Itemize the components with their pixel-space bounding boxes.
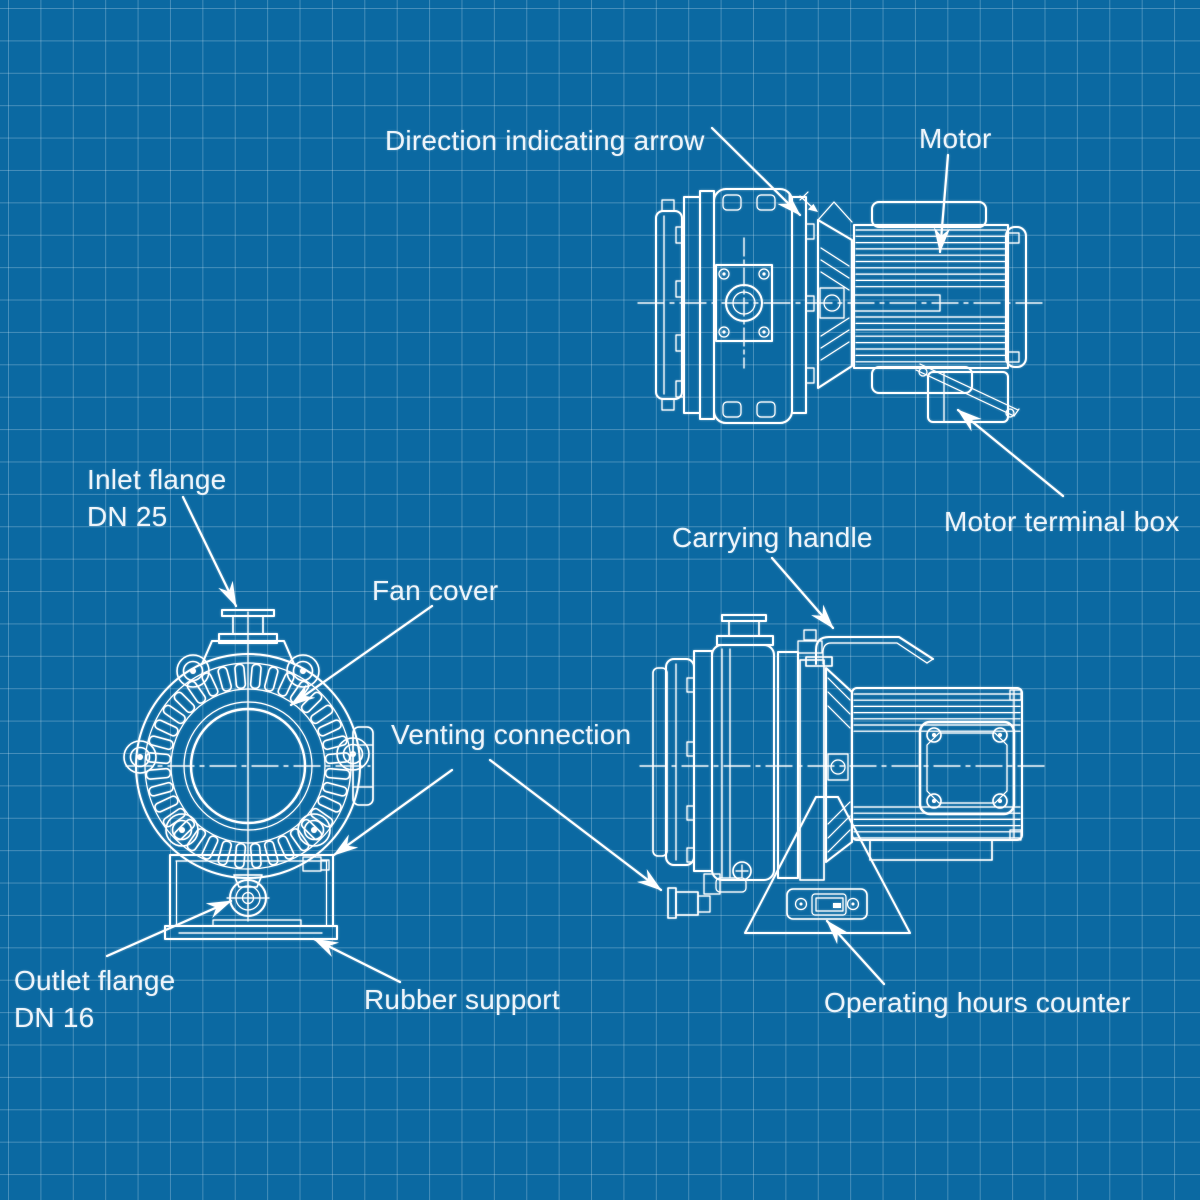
- label-operating-hours-counter: Operating hours counter: [824, 987, 1131, 1018]
- motor-fins-lower: [855, 316, 1007, 363]
- motor-fins-bottom: [853, 806, 1021, 839]
- leader-fan-cover: [289, 604, 434, 707]
- label-motor-terminal-box: Motor terminal box: [944, 506, 1180, 537]
- label-outlet-flange-line1: Outlet flange: [14, 965, 176, 996]
- side-port: [352, 726, 374, 806]
- pump-center-plate: [715, 237, 773, 369]
- motor-foot: [869, 839, 993, 861]
- leader-rubber-support: [312, 937, 402, 984]
- pump-motor-top-view: [637, 188, 1047, 424]
- label-motor: Motor: [919, 123, 992, 154]
- label-rubber-support: Rubber support: [364, 984, 560, 1015]
- leader-venting-connection-left: [332, 768, 454, 857]
- leader-carrying-handle: [770, 556, 835, 630]
- leader-motor-terminal-box: [956, 408, 1065, 498]
- base-screw: [732, 861, 752, 881]
- label-fan-cover: Fan cover: [372, 575, 499, 606]
- label-inlet-flange-line1: Inlet flange: [87, 464, 227, 495]
- vent-slots: [145, 663, 351, 869]
- label-outlet-flange: Outlet flange DN 16: [14, 962, 175, 1036]
- motor-side: [851, 687, 1023, 861]
- leader-lines: [105, 126, 1065, 986]
- stand-triangle: [744, 796, 911, 934]
- pump-housing-side: [652, 644, 775, 881]
- motor-fins-upper: [855, 229, 1007, 288]
- motor-fins-top: [853, 693, 1021, 732]
- coupling-bell-housing-side: [777, 629, 853, 881]
- leader-motor: [933, 153, 950, 254]
- pump-housing-top: [655, 188, 793, 424]
- inlet-flange-port: [201, 609, 295, 665]
- carrying-handle-drawing: [805, 636, 934, 667]
- label-outlet-flange-line2: DN 16: [14, 1002, 95, 1033]
- label-venting-connection: Venting connection: [391, 719, 632, 750]
- rubber-support-base: [164, 854, 338, 940]
- motor-top: [851, 201, 1027, 394]
- operating-hours-counter-drawing: [786, 888, 868, 920]
- leader-inlet-flange: [181, 495, 238, 608]
- leader-direction-indicating-arrow: [710, 126, 802, 217]
- leader-outlet-flange: [105, 899, 233, 958]
- venting-connection-port: [667, 873, 747, 919]
- casing-lobes: [123, 654, 370, 847]
- pump-front-view: [123, 609, 374, 940]
- label-inlet-flange: Inlet flange DN 25: [87, 461, 226, 535]
- inlet-flange-side: [716, 614, 774, 646]
- leader-operating-hours-counter: [825, 919, 886, 986]
- label-carrying-handle: Carrying handle: [672, 522, 873, 553]
- pump-motor-side-view: [639, 614, 1045, 934]
- direction-arrow-glyph: [799, 191, 818, 212]
- outlet-flange-port: [226, 874, 270, 922]
- coupling-bell-housing-top: [791, 196, 853, 414]
- label-direction-indicating-arrow: Direction indicating arrow: [385, 125, 705, 156]
- label-inlet-flange-line2: DN 25: [87, 501, 168, 532]
- leader-venting-connection-right: [488, 758, 663, 892]
